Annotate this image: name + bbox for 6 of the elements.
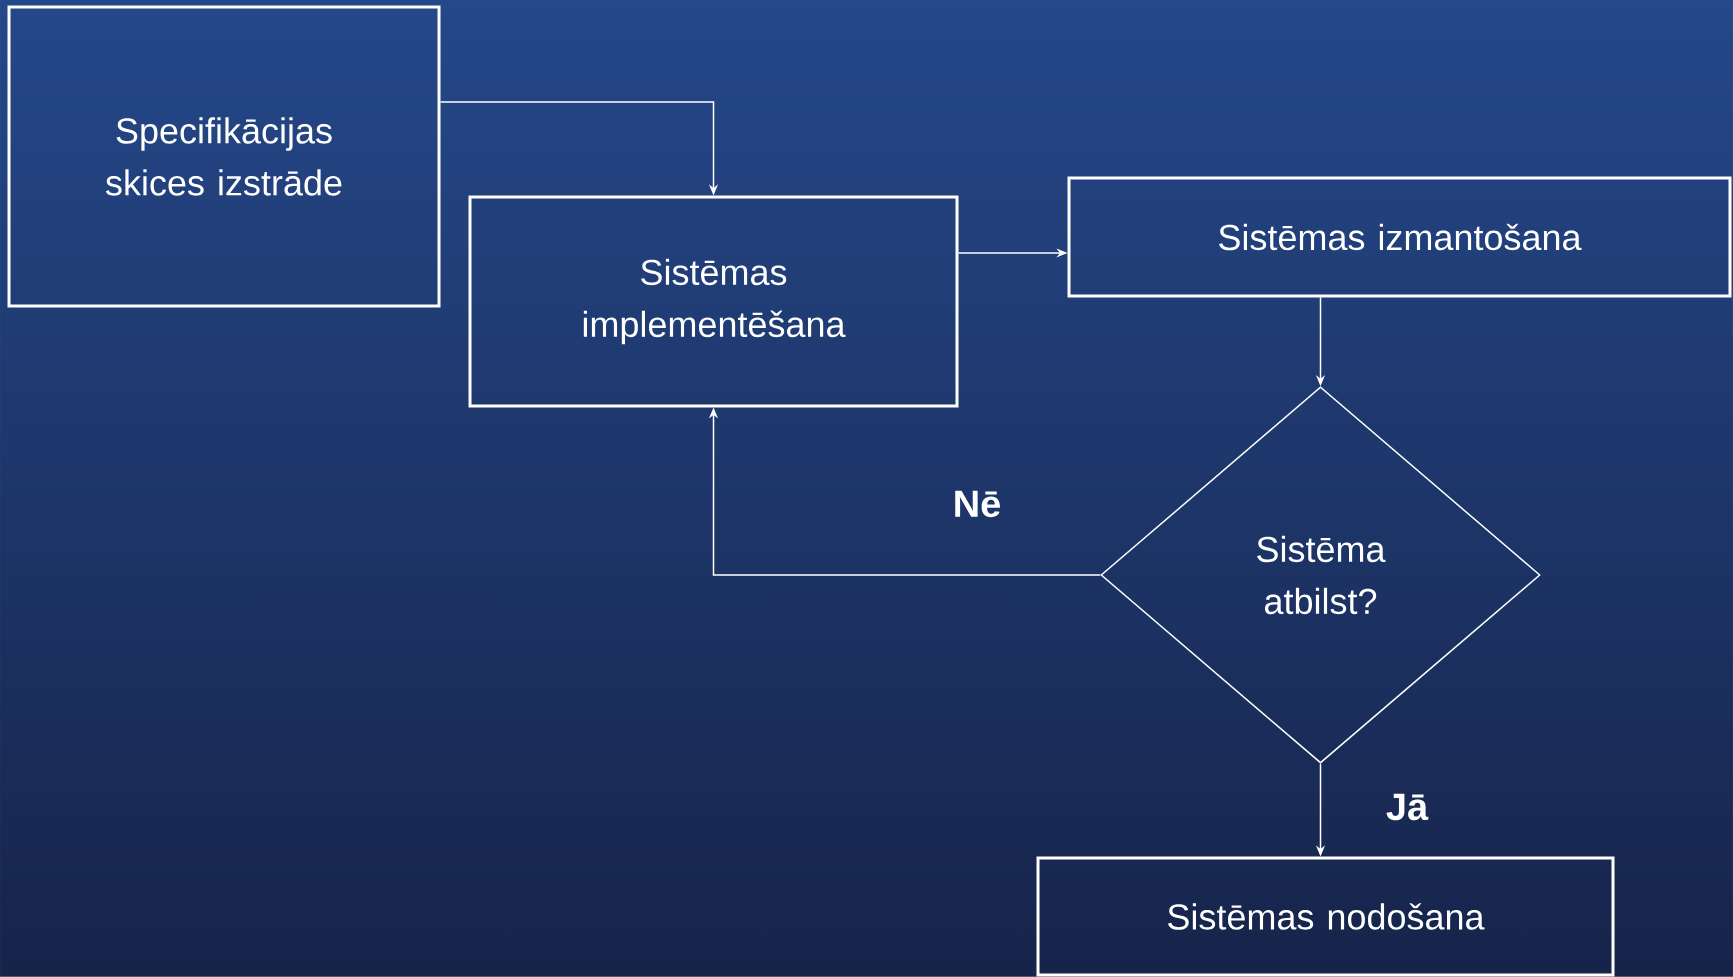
process-box: Sistēmas izmantošana [1067,176,1732,298]
process-box: Sistēmas nodošana [1036,856,1615,977]
process-box: Sistēmas implementēšana [468,195,959,408]
edge-label: Jā [1386,793,1429,821]
edge-label: Nē [955,490,1000,518]
process-box: Specifikācijas skices izstrāde [7,5,441,308]
